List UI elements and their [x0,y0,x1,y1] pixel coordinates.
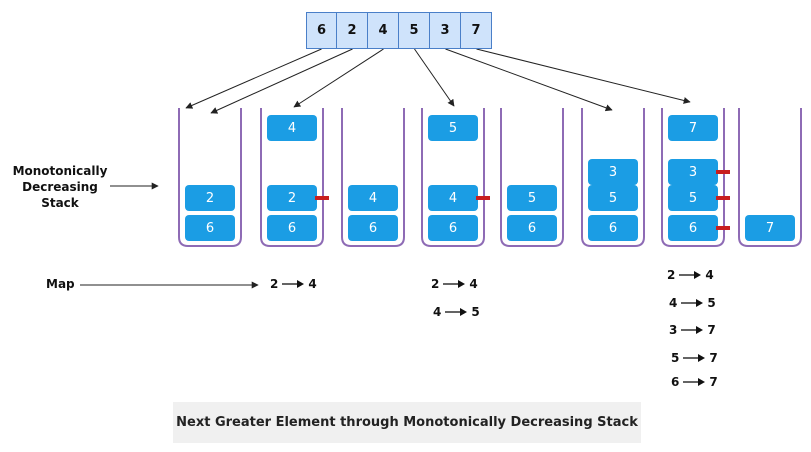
map-arrow-icon [683,354,706,362]
stack-element: 3 [668,159,718,185]
map-value: 5 [471,305,480,319]
stack-element: 7 [745,215,795,241]
map-arrow-icon [681,299,704,307]
incoming-element: 4 [267,115,317,141]
incoming-element: 5 [428,115,478,141]
array-cell: 6 [306,12,337,49]
array-cell: 7 [461,12,492,49]
map-key: 4 [433,305,442,319]
stack-container-outline [178,108,242,247]
map-arrow-icon [445,308,468,316]
stack-element: 6 [668,215,718,241]
stack-state: 4 6 5 [421,108,490,247]
element-arrow [445,48,613,112]
map-value: 7 [707,323,716,337]
stack-element: 6 [428,215,478,241]
map-value: 5 [707,296,716,310]
array-cell: 4 [368,12,399,49]
array-cell: 5 [399,12,430,49]
map-key: 5 [671,351,680,365]
figure-caption: Next Greater Element through Monotonical… [173,402,641,443]
stack-container-outline [500,108,564,247]
pop-marker [716,226,730,230]
element-arrow [414,48,455,107]
map-key: 2 [431,277,440,291]
stack-element: 6 [507,215,557,241]
element-arrow [476,48,691,104]
map-value: 7 [709,375,718,389]
map-arrow-icon [443,280,466,288]
element-arrow [185,48,322,109]
array-cell: 3 [430,12,461,49]
map-key: 6 [671,375,680,389]
map-key: 3 [669,323,678,337]
map-key: 2 [667,268,676,282]
stack-container-outline [260,108,324,247]
stack-element: 6 [588,215,638,241]
map-arrow-icon [681,326,704,334]
map-arrow-icon [683,378,706,386]
map-arrow-icon [679,271,702,279]
stack-container-outline [738,108,802,247]
array-cell: 2 [337,12,368,49]
stack-element: 3 [588,159,638,185]
pop-marker [716,196,730,200]
map-value: 7 [709,351,718,365]
stack-state: 2 6 4 [260,108,329,247]
incoming-element: 7 [668,115,718,141]
map-label: Map [46,277,75,291]
stack-label: Monotonically Decreasing Stack [12,164,108,210]
pop-marker [476,196,490,200]
stack-container-outline [341,108,405,247]
stack-element: 6 [348,215,398,241]
map-arrow-icon [282,280,305,288]
map-key: 2 [270,277,279,291]
stack-element: 6 [185,215,235,241]
stack-element: 2 [185,185,235,211]
stack-element: 4 [348,185,398,211]
map-value: 4 [705,268,714,282]
element-arrow [210,48,353,114]
stack-element: 2 [267,185,317,211]
stack-container-outline [421,108,485,247]
map-value: 4 [308,277,317,291]
pop-marker [315,196,329,200]
stack-state: 7 [738,108,802,247]
stack-container-outline [581,108,645,247]
pop-marker [716,170,730,174]
stack-element: 5 [588,185,638,211]
map-key: 4 [669,296,678,310]
stack-element: 5 [668,185,718,211]
map-value: 4 [469,277,478,291]
element-arrow [293,48,384,108]
stack-element: 4 [428,185,478,211]
stack-element: 5 [507,185,557,211]
stack-element: 6 [267,215,317,241]
stack-container-outline [661,108,725,247]
